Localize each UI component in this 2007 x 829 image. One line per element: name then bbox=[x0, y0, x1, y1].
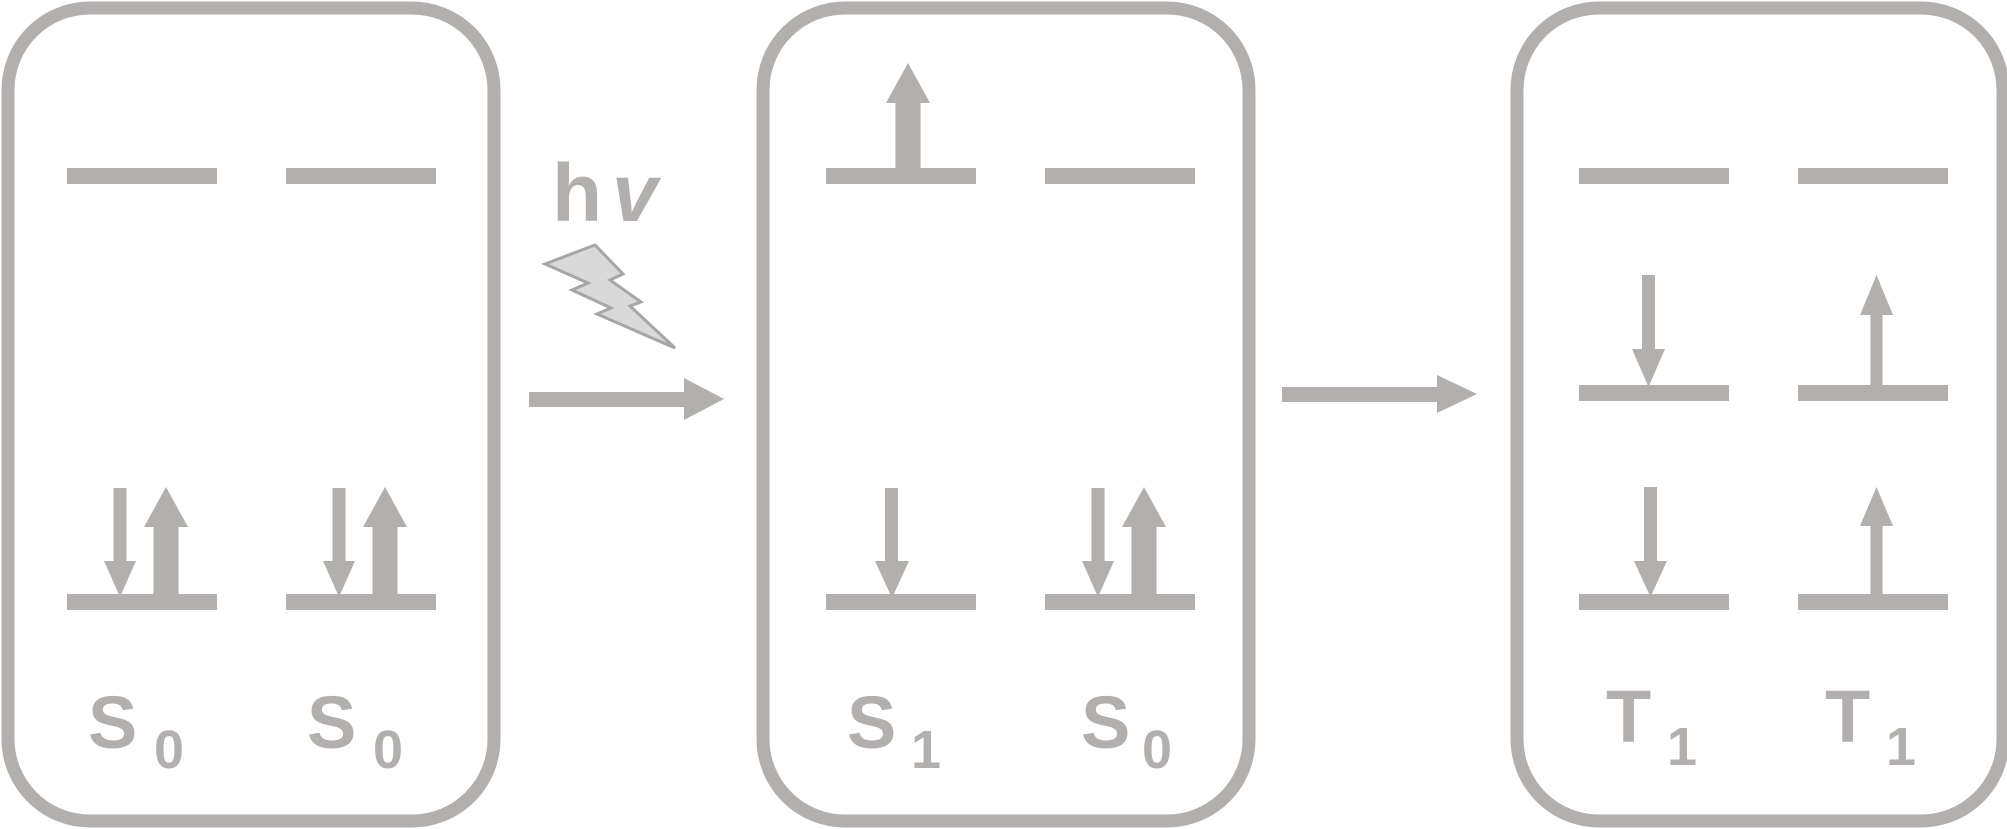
lower-level-line bbox=[1579, 594, 1729, 610]
spin-up-arrow bbox=[1860, 487, 1893, 596]
state-subscript: 1 bbox=[911, 720, 941, 780]
lower-level-line bbox=[1798, 594, 1948, 610]
lower-level-line bbox=[1045, 594, 1195, 610]
lower-level-line bbox=[286, 594, 436, 610]
middle-level-line bbox=[1579, 385, 1729, 401]
state-subscript: 1 bbox=[1667, 717, 1697, 777]
state-letter: T bbox=[1825, 675, 1870, 758]
state-letter: S bbox=[88, 681, 137, 764]
fission-arrow bbox=[1282, 375, 1477, 413]
arrow-head bbox=[684, 378, 724, 420]
state-subscript: 1 bbox=[1886, 717, 1916, 777]
panel-frame bbox=[1510, 1, 2007, 828]
hv-h: h bbox=[552, 148, 602, 239]
hv-v: v bbox=[612, 148, 662, 239]
spin-down-arrow bbox=[1082, 488, 1114, 597]
state-subscript: 0 bbox=[1142, 720, 1172, 780]
arrow-shaft bbox=[1282, 387, 1442, 402]
spin-down-arrow bbox=[323, 488, 355, 597]
state-letter: T bbox=[1606, 675, 1651, 758]
spin-down-arrow bbox=[104, 488, 136, 597]
lightning-bolt-icon bbox=[541, 243, 677, 350]
spin-down-arrow bbox=[875, 488, 909, 598]
state-letter: S bbox=[307, 681, 356, 764]
spin-up-arrow bbox=[1122, 487, 1166, 596]
upper-level-line bbox=[1798, 168, 1948, 184]
state-subscript: 0 bbox=[154, 720, 184, 780]
panel-frame bbox=[1, 1, 501, 828]
upper-level-line bbox=[1045, 168, 1195, 184]
state-letter: S bbox=[847, 681, 896, 764]
arrow-shaft bbox=[529, 392, 689, 407]
arrow-head bbox=[1437, 375, 1477, 413]
upper-level-line bbox=[1579, 168, 1729, 184]
state-letter: S bbox=[1081, 681, 1130, 764]
photoexcitation-arrow bbox=[529, 378, 724, 420]
spin-down-arrow bbox=[1634, 487, 1667, 597]
middle-level-line bbox=[1798, 385, 1948, 401]
spin-up-arrow bbox=[1860, 275, 1893, 388]
upper-level-line bbox=[826, 168, 976, 184]
upper-level-line bbox=[286, 168, 436, 184]
state-subscript: 0 bbox=[373, 720, 403, 780]
lower-level-line bbox=[67, 594, 217, 610]
upper-level-line bbox=[67, 168, 217, 184]
spin-up-arrow bbox=[144, 487, 188, 596]
panel-frame bbox=[756, 1, 1256, 828]
spin-up-arrow bbox=[886, 63, 930, 170]
spin-down-arrow bbox=[1632, 275, 1665, 387]
lower-level-line bbox=[826, 594, 976, 610]
spin-up-arrow bbox=[363, 487, 407, 596]
